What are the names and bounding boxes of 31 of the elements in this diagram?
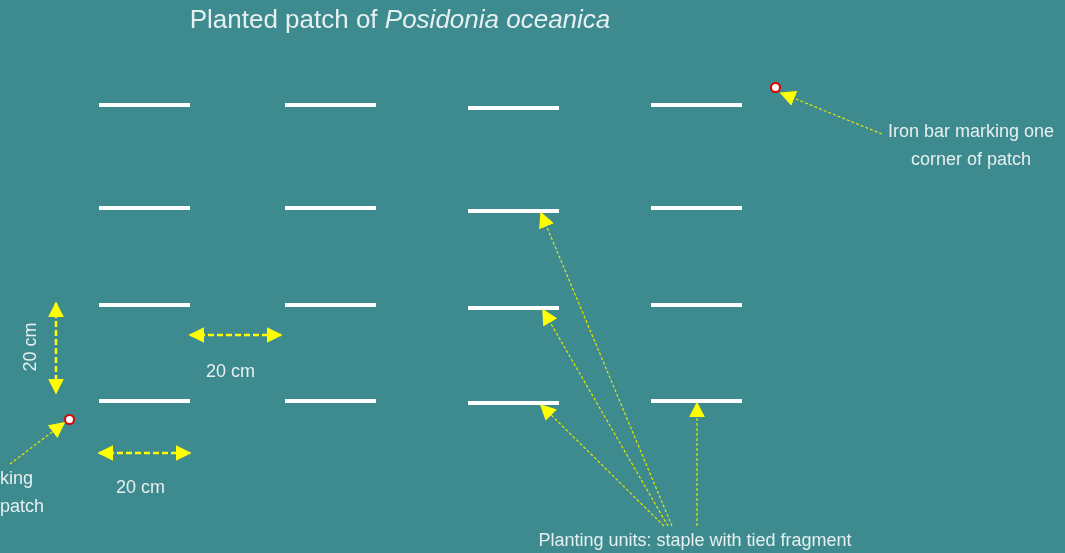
planting-unit-bar xyxy=(285,103,376,107)
diagram-title: Planted patch of Posidonia oceanica xyxy=(188,4,612,35)
planting-unit-bar xyxy=(651,103,742,107)
dimension-label: 20 cm xyxy=(116,476,166,498)
leader-arrow xyxy=(9,422,66,465)
leader-arrow xyxy=(689,401,705,527)
leader-arrow xyxy=(539,211,673,527)
planting-unit-bar xyxy=(468,209,559,213)
planting-unit-bar xyxy=(99,103,190,107)
callout-text: Planting units: staple with tied fragment xyxy=(500,526,890,553)
leader-arrow xyxy=(779,91,883,135)
planting-unit-bar xyxy=(468,401,559,405)
planting-unit-bar xyxy=(99,303,190,307)
planting-unit-bar xyxy=(651,206,742,210)
planting-unit-bar xyxy=(468,106,559,110)
callout-text: king patch xyxy=(0,464,48,520)
iron-bar-marker xyxy=(770,82,781,93)
planting-unit-bar xyxy=(651,303,742,307)
dimension-label: 20 cm xyxy=(18,322,41,372)
leader-arrow xyxy=(539,403,665,527)
planting-unit-bar xyxy=(285,399,376,403)
planting-unit-bar xyxy=(468,306,559,310)
iron-bar-marker xyxy=(64,414,75,425)
planting-unit-bar xyxy=(285,206,376,210)
planting-unit-bar xyxy=(285,303,376,307)
dimension-label: 20 cm xyxy=(206,360,256,382)
leader-arrow xyxy=(542,308,669,527)
planting-unit-bar xyxy=(99,206,190,210)
planting-unit-bar xyxy=(99,399,190,403)
planting-unit-bar xyxy=(651,399,742,403)
callout-text: Iron bar marking one corner of patch xyxy=(882,117,1060,173)
